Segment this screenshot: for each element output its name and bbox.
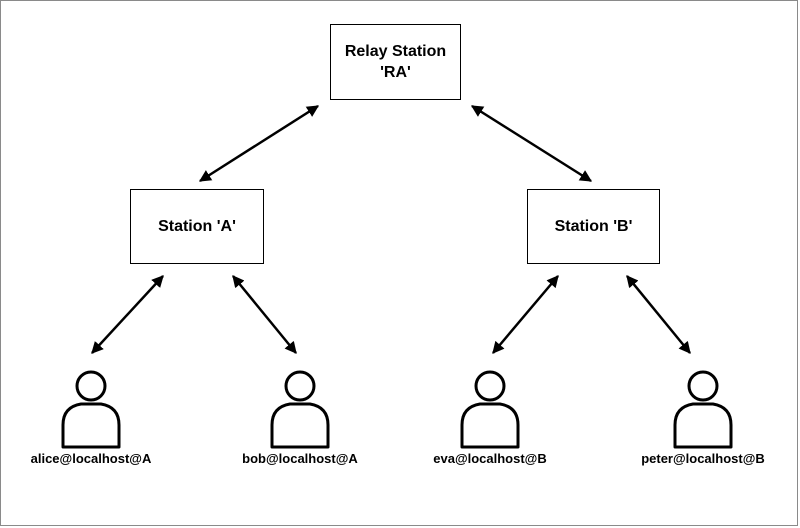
station-a-label: Station 'A' xyxy=(158,218,236,235)
relay-station-node: Relay Station 'RA' xyxy=(330,24,461,100)
arrow-station-a-to-alice xyxy=(91,275,164,354)
arrow-relay-to-station-a xyxy=(198,104,320,183)
user-bob: bob@localhost@A xyxy=(225,369,375,466)
station-b-node: Station 'B' xyxy=(527,189,660,264)
relay-station-id: 'RA' xyxy=(380,64,411,81)
user-label: eva@localhost@B xyxy=(433,451,547,466)
arrow-relay-to-station-b xyxy=(470,104,593,183)
user-icon xyxy=(270,370,330,449)
user-alice: alice@localhost@A xyxy=(16,369,166,466)
station-b-label: Station 'B' xyxy=(554,218,633,235)
arrow-station-b-to-eva xyxy=(492,275,559,354)
user-peter: peter@localhost@B xyxy=(628,369,778,466)
user-label: bob@localhost@A xyxy=(242,451,358,466)
user-label: peter@localhost@B xyxy=(641,451,765,466)
arrow-station-b-to-peter xyxy=(626,275,691,354)
user-icon xyxy=(61,370,121,449)
user-eva: eva@localhost@B xyxy=(415,369,565,466)
user-icon xyxy=(460,370,520,449)
user-label: alice@localhost@A xyxy=(30,451,152,466)
arrow-station-a-to-bob xyxy=(232,275,297,354)
user-icon xyxy=(673,370,733,449)
station-a-node: Station 'A' xyxy=(130,189,264,264)
relay-station-title: Relay Station xyxy=(344,43,447,60)
